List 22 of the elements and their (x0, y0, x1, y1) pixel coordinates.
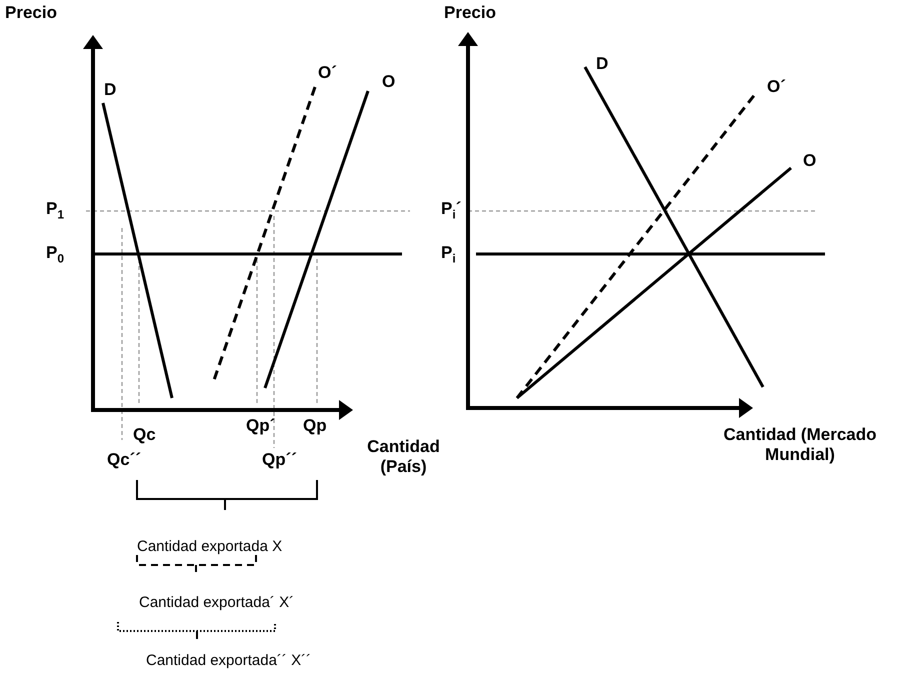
curve-label: D (596, 54, 608, 74)
price-label: P$_{i}$´ (441, 199, 462, 222)
bracket-caption: Cantidad exportada´ X´ (139, 594, 294, 612)
price-label: P$_{i}$ (441, 243, 456, 266)
curve-label: D (104, 80, 116, 100)
quantity-label: Qp´´ (262, 450, 297, 470)
quantity-label: Qc (133, 425, 156, 446)
axis-label: Precio (5, 3, 57, 24)
axis-label: Cantidad (País) (366, 437, 441, 478)
axis-label: Precio (444, 3, 496, 24)
quantity-label: Qp´ (246, 416, 276, 436)
bracket-caption: Cantidad exportada X (137, 538, 282, 556)
curve-label: O´ (318, 63, 337, 84)
curve-label: O (382, 72, 396, 92)
quantity-label: Qp (303, 416, 327, 436)
price-label: P$_{1}$ (46, 199, 64, 222)
quantity-label: Qc´´ (107, 450, 141, 470)
curve-label: O´ (767, 77, 786, 98)
curve-label: O (803, 151, 816, 172)
bracket-caption: Cantidad exportada´´ X´´ (146, 652, 312, 670)
price-label: P$_{0}$ (46, 243, 64, 266)
axis-label: Cantidad (Mercado Mundial) (722, 425, 878, 466)
